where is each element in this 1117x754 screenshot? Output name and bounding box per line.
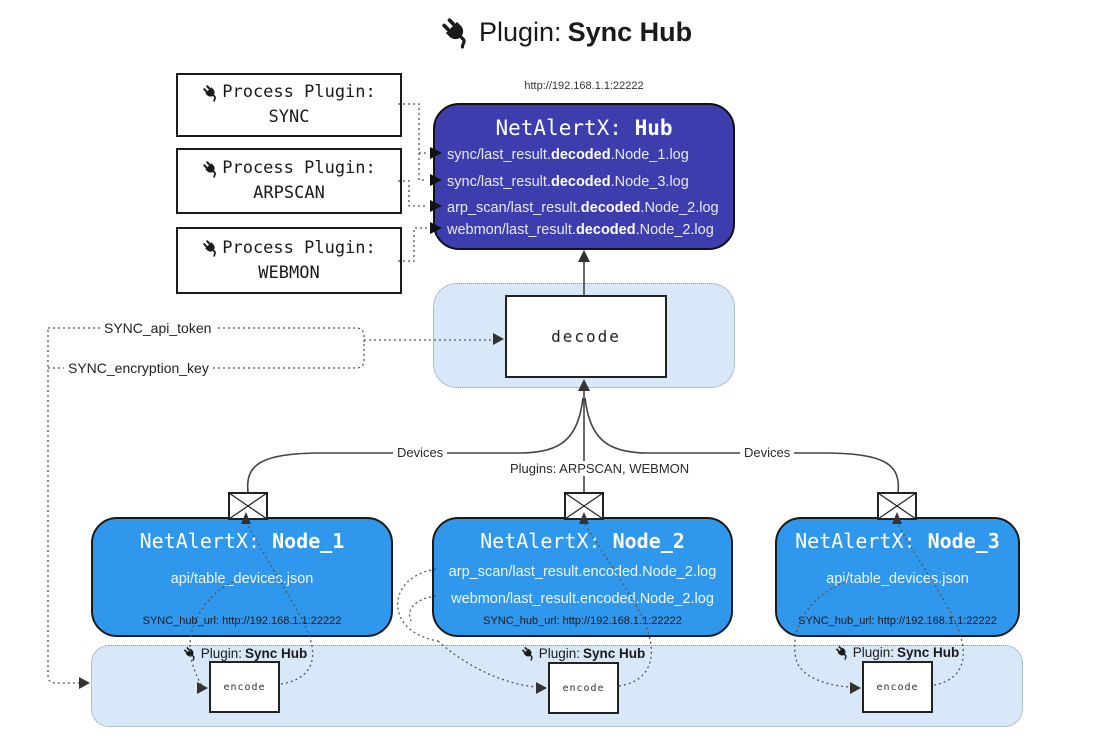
plug-icon	[521, 646, 536, 661]
node-hub-url: SYNC_hub_url: http://192.168.1.1:22222	[483, 615, 682, 627]
envelope-icon	[564, 492, 604, 520]
hub-box: NetAlertX: Hub sync/last_result.decoded.…	[433, 103, 735, 250]
plug-icon	[202, 84, 220, 102]
plug-icon	[202, 160, 220, 178]
process-plugin-arpscan: Process Plugin: ARPSCAN	[176, 148, 402, 214]
node-title: NetAlertX: Node_3	[795, 529, 1000, 553]
sync-encryption-key-label: SYNC_encryption_key	[64, 360, 213, 376]
node-file: api/table_devices.json	[826, 571, 969, 587]
process-plugin-label: Process Plugin:	[222, 158, 376, 179]
sync-api-token-label: SYNC_api_token	[100, 320, 216, 336]
node-file: webmon/last_result.encoded.Node_2.log	[451, 591, 714, 607]
devices-label-right: Devices	[740, 445, 795, 460]
process-plugin-sync: Process Plugin: SYNC	[176, 73, 402, 137]
plug-icon	[202, 239, 220, 257]
encode-plugin-label: Plugin: Sync Hub	[812, 645, 982, 660]
process-plugin-name: SYNC	[268, 107, 310, 127]
decode-box: decode	[505, 295, 667, 378]
hub-title-bold: Hub	[634, 116, 673, 140]
plugins-label: Plugins: ARPSCAN, WEBMON	[506, 461, 694, 476]
node-file: arp_scan/last_result.encoded.Node_2.log	[448, 564, 717, 580]
process-plugin-name: ARPSCAN	[253, 183, 325, 203]
plug-icon	[440, 16, 473, 49]
hub-url-label: http://192.168.1.1:22222	[524, 80, 644, 92]
hub-title: NetAlertX: Hub	[435, 116, 733, 140]
encode-box: encode	[862, 661, 933, 713]
node-hub-url: SYNC_hub_url: http://192.168.1.1:22222	[798, 615, 997, 627]
node-1-box: NetAlertX: Node_1 api/table_devices.json…	[91, 517, 393, 637]
hub-log-line: sync/last_result.decoded.Node_1.log	[447, 147, 689, 163]
node-title: NetAlertX: Node_2	[480, 529, 685, 553]
process-plugin-label: Process Plugin:	[222, 237, 376, 258]
encode-plugin-label: Plugin: Sync Hub	[160, 646, 330, 661]
hub-log-line: webmon/last_result.decoded.Node_2.log	[447, 222, 714, 238]
process-plugin-webmon: Process Plugin: WEBMON	[176, 227, 402, 294]
devices-label-left: Devices	[393, 445, 448, 460]
title-bold: Sync Hub	[567, 17, 693, 47]
envelope-icon	[228, 492, 268, 520]
plug-icon	[183, 646, 198, 661]
encode-box: encode	[548, 662, 619, 714]
plug-icon	[835, 645, 850, 660]
page-title: Plugin: Sync Hub	[440, 16, 692, 49]
process-plugin-label: Process Plugin:	[222, 82, 376, 103]
node-hub-url: SYNC_hub_url: http://192.168.1.1:22222	[142, 615, 342, 627]
node-title: NetAlertX: Node_1	[139, 529, 345, 553]
encode-box: encode	[209, 661, 280, 713]
title-prefix: Plugin:	[479, 17, 562, 47]
node-2-box: NetAlertX: Node_2 arp_scan/last_result.e…	[432, 517, 733, 637]
hub-title-prefix: NetAlertX:	[495, 116, 635, 140]
decode-label: decode	[551, 327, 621, 346]
node-file: api/table_devices.json	[170, 571, 314, 587]
process-plugin-name: WEBMON	[258, 262, 320, 283]
hub-log-line: arp_scan/last_result.decoded.Node_2.log	[447, 200, 719, 216]
node-3-box: NetAlertX: Node_3 api/table_devices.json…	[775, 517, 1020, 637]
hub-log-line: sync/last_result.decoded.Node_3.log	[447, 174, 689, 190]
encode-plugin-label: Plugin: Sync Hub	[498, 646, 668, 661]
envelope-icon	[877, 492, 917, 520]
